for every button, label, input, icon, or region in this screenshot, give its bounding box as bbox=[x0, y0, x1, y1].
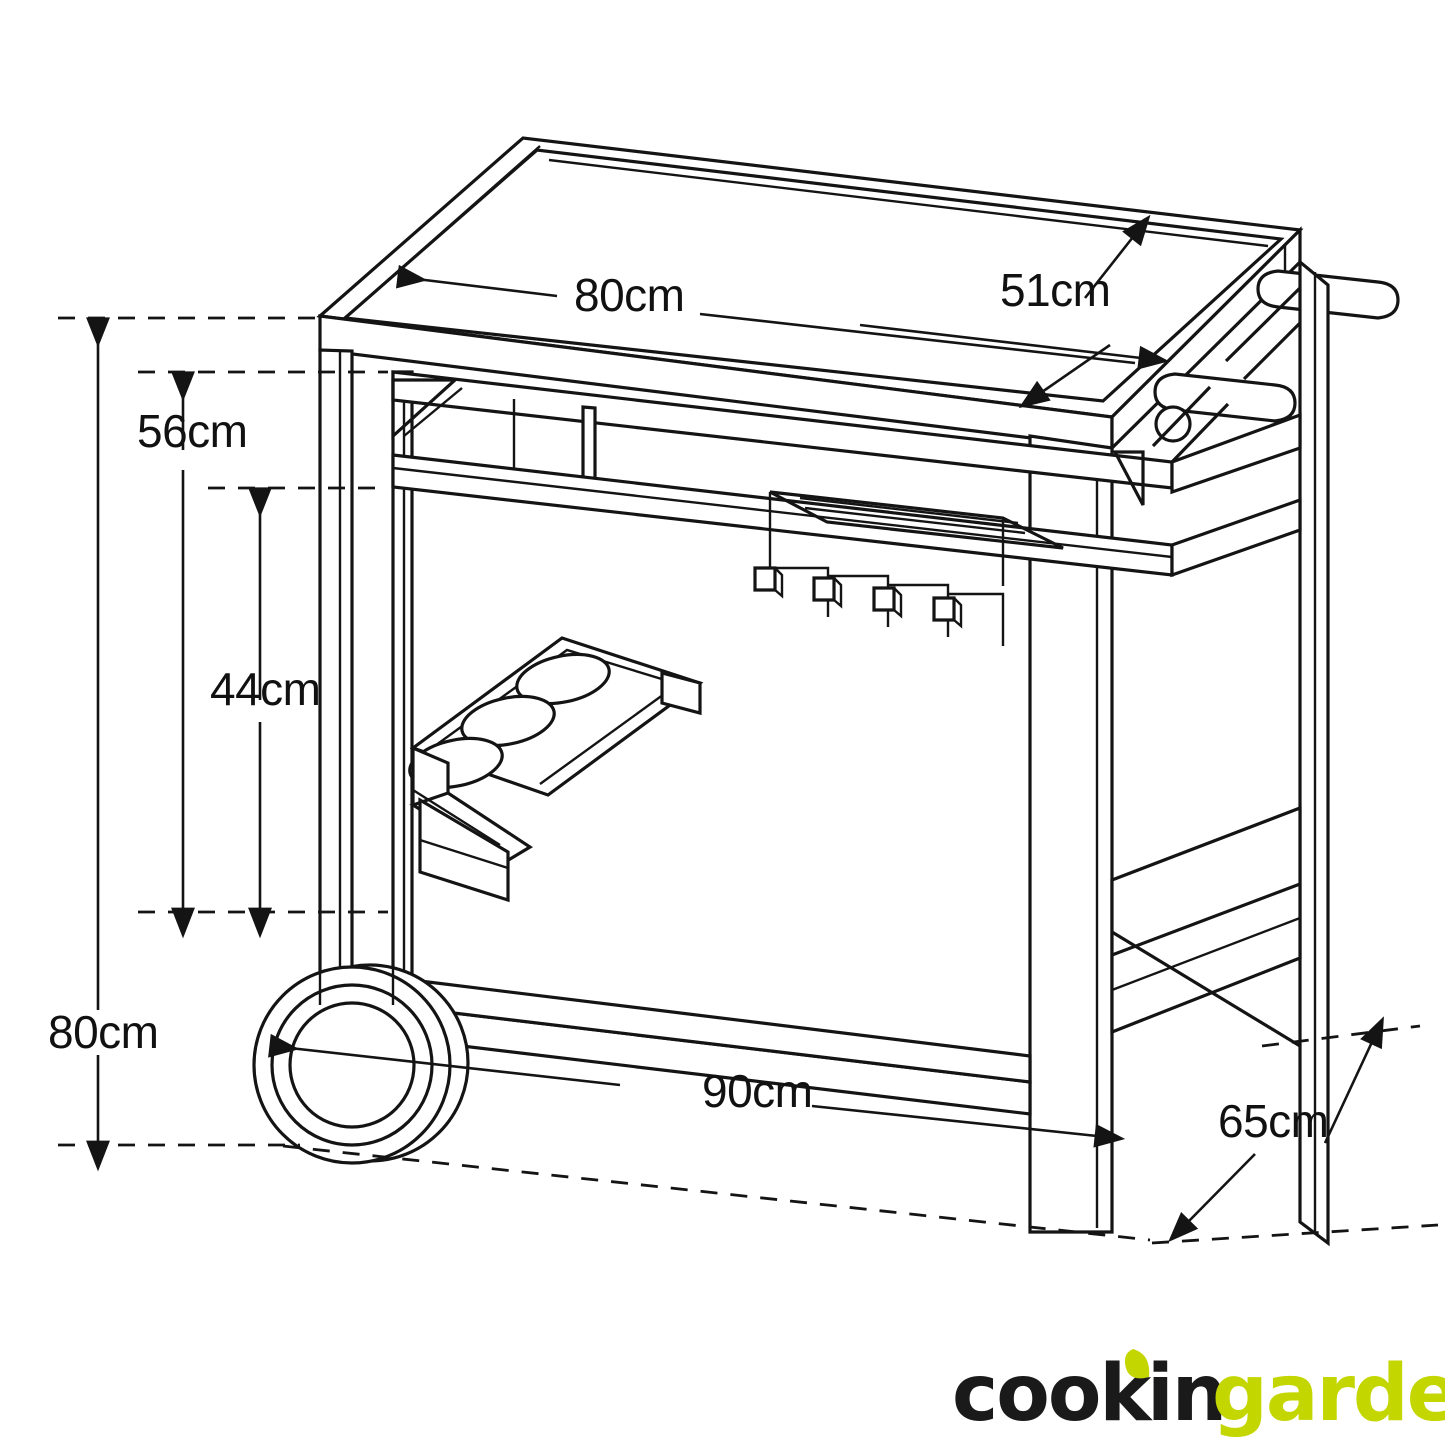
hook-1 bbox=[753, 566, 830, 617]
dimension-label-shelf-height: 44cm bbox=[210, 663, 320, 715]
hook-2 bbox=[812, 574, 890, 627]
bottle-hole-1 bbox=[515, 652, 611, 706]
logo-text-in: in bbox=[1147, 1349, 1225, 1439]
hook-4 bbox=[932, 592, 1005, 646]
logo-text-garden: garden bbox=[1212, 1349, 1445, 1439]
front-left-leg bbox=[318, 348, 354, 1010]
front-right-leg bbox=[1028, 434, 1114, 1234]
brand-logo: cook in garden bbox=[952, 1349, 1445, 1439]
corner-brace-left bbox=[391, 378, 460, 440]
dimension-label-overall-height: 80cm bbox=[48, 1006, 158, 1058]
utensil-hook-rail bbox=[753, 490, 1064, 646]
logo-text-cook: cook bbox=[952, 1349, 1153, 1439]
dimension-top-depth: 51cm bbox=[859, 214, 1170, 409]
dimension-overall-depth: 65cm bbox=[1151, 1016, 1439, 1245]
leaf-apostrophe-icon bbox=[1124, 1349, 1150, 1379]
corner-brace-right bbox=[1112, 450, 1145, 506]
rear-diagonal-brace bbox=[1170, 412, 1302, 578]
dimension-worktop-height: 56cm bbox=[137, 370, 388, 939]
dimension-overall-height: 80cm bbox=[48, 316, 316, 1172]
dimension-shelf-height: 44cm bbox=[208, 486, 388, 939]
dimension-label-top-width: 80cm bbox=[574, 269, 684, 321]
dimension-label-overall-width: 90cm bbox=[702, 1065, 812, 1117]
bottle-hole-2 bbox=[460, 694, 556, 748]
dimension-overall-width: 90cm bbox=[268, 1033, 1151, 1242]
corner-brace-left-line bbox=[403, 387, 463, 437]
wheel bbox=[252, 960, 470, 1165]
dimension-label-top-depth: 51cm bbox=[1000, 264, 1110, 316]
dimension-label-overall-depth: 65cm bbox=[1218, 1095, 1328, 1147]
dimension-label-worktop-height: 56cm bbox=[137, 405, 247, 457]
dimension-top-width: 80cm bbox=[395, 264, 1136, 365]
bottle-shelf bbox=[408, 636, 704, 903]
hook-3 bbox=[872, 583, 950, 637]
